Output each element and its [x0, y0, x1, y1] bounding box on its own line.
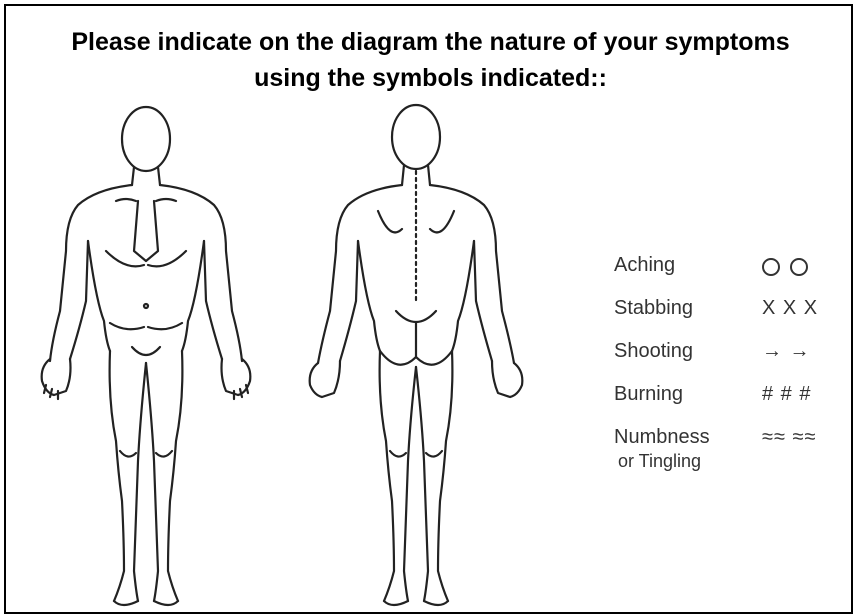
legend-row-aching: Aching	[614, 253, 818, 296]
circle-icon	[790, 258, 808, 276]
legend-label: Numbness or Tingling	[614, 425, 762, 473]
legend-label: Burning	[614, 382, 762, 406]
legend-symbol: → →	[762, 339, 811, 363]
circle-icon	[762, 258, 780, 276]
legend-label: Stabbing	[614, 296, 762, 320]
wavy-lines-icon: ≈≈ ≈≈	[762, 425, 816, 449]
legend-row-stabbing: Stabbing X X X	[614, 296, 818, 339]
title-line-2: using the symbols indicated::	[6, 60, 855, 96]
page-title: Please indicate on the diagram the natur…	[6, 24, 855, 96]
legend-row-burning: Burning # # #	[614, 382, 818, 425]
legend-symbol: # # #	[762, 382, 811, 406]
body-back-figure[interactable]	[286, 101, 526, 611]
legend-label-line1: Numbness	[614, 426, 710, 448]
circle-pair-icon	[762, 253, 808, 276]
symptom-legend: Aching Stabbing X X X Shooting → → Burni…	[614, 253, 818, 485]
title-line-1: Please indicate on the diagram the natur…	[6, 24, 855, 60]
symptom-diagram-frame: Please indicate on the diagram the natur…	[4, 4, 853, 614]
legend-symbol: X X X	[762, 296, 818, 320]
legend-row-shooting: Shooting → →	[614, 339, 818, 382]
body-front-figure[interactable]	[26, 101, 266, 611]
legend-row-numbness: Numbness or Tingling ≈≈ ≈≈	[614, 425, 818, 485]
legend-label: Aching	[614, 253, 762, 277]
legend-label: Shooting	[614, 339, 762, 363]
legend-label-line2: or Tingling	[614, 449, 762, 473]
